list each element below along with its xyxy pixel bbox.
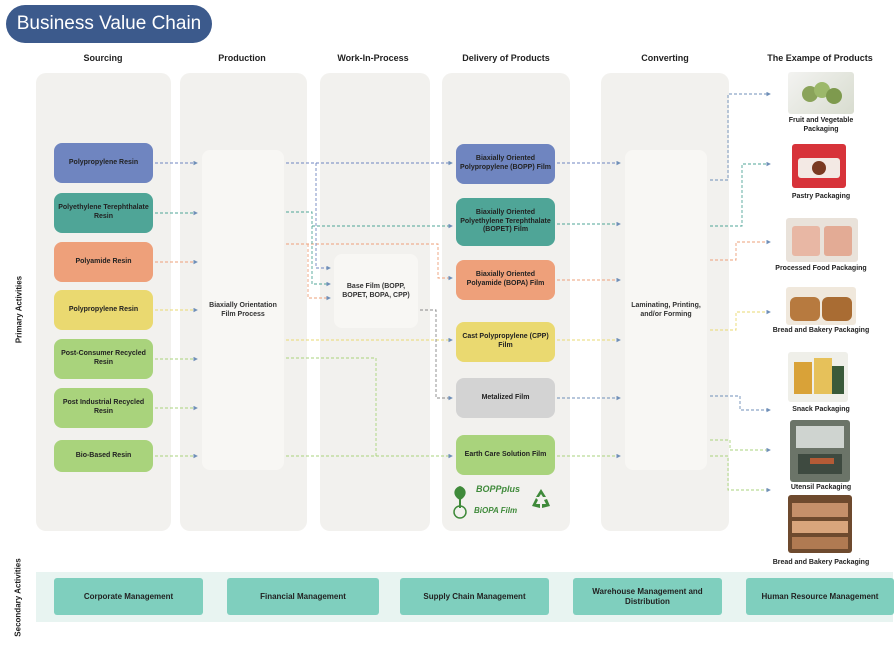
sourcing-polypropylene-resin-2: Polypropylene Resin xyxy=(54,290,153,330)
production-process-box: Biaxially Orientation Film Process xyxy=(202,150,284,470)
delivery-bopet-film: Biaxially Oriented Polyethylene Terephth… xyxy=(456,198,555,246)
secondary-human-resource-management: Human Resource Management xyxy=(746,578,894,615)
product-label: Fruit and Vegetable Packaging xyxy=(788,117,854,133)
processed-food-photo xyxy=(786,218,858,262)
product-label: Processed Food Packaging xyxy=(775,265,867,272)
boppplus-logo: BOPPplus xyxy=(476,484,521,494)
sourcing-bio-based-resin: Bio-Based Resin xyxy=(54,440,153,472)
fruit-vegetable-photo xyxy=(788,72,854,114)
sourcing-post-industrial-resin: Post Industrial Recycled Resin xyxy=(54,388,153,428)
delivery-earth-care-film: Earth Care Solution Film xyxy=(456,435,555,475)
column-header-converting: Converting xyxy=(641,53,689,63)
delivery-metalized-film: Metalized Film xyxy=(456,378,555,418)
product-label: Pastry Packaging xyxy=(791,193,851,200)
delivery-bopp-film: Biaxially Oriented Polypropylene (BOPP) … xyxy=(456,144,555,184)
converting-process-box: Laminating, Printing, and/or Forming xyxy=(625,150,707,470)
product-label: Bread and Bakery Packaging xyxy=(772,327,870,334)
utensil-photo xyxy=(790,420,850,482)
product-label: Utensil Packaging xyxy=(790,484,852,491)
earth-care-logo xyxy=(447,482,473,522)
page-title: Business Value Chain xyxy=(6,5,212,43)
column-header-sourcing: Sourcing xyxy=(83,53,123,63)
delivery-bopa-film: Biaxially Oriented Polyamide (BOPA) Film xyxy=(456,260,555,300)
sourcing-post-consumer-resin: Post-Consumer Recycled Resin xyxy=(54,339,153,379)
pastry-photo xyxy=(792,144,846,188)
delivery-cpp-film: Cast Polypropylene (CPP) Film xyxy=(456,322,555,362)
biopa-logo: BiOPA Film xyxy=(474,506,518,515)
base-film-box: Base Film (BOPP, BOPET, BOPA, CPP) xyxy=(334,254,418,328)
secondary-corporate-management: Corporate Management xyxy=(54,578,203,615)
sourcing-polypropylene-resin: Polypropylene Resin xyxy=(54,143,153,183)
column-header-delivery: Delivery of Products xyxy=(462,53,550,63)
bread-photo xyxy=(786,287,856,325)
product-label: Bread and Bakery Packaging xyxy=(772,559,870,566)
snack-photo xyxy=(788,352,848,402)
recycle-icon xyxy=(528,486,554,512)
sourcing-pet-resin: Polyethylene Terephthalate Resin xyxy=(54,193,153,233)
column-header-production: Production xyxy=(218,53,266,63)
column-header-wip: Work-In-Process xyxy=(337,53,409,63)
bakery-shelf-photo xyxy=(788,495,852,553)
secondary-supply-chain-management: Supply Chain Management xyxy=(400,578,549,615)
sourcing-polyamide-resin: Polyamide Resin xyxy=(54,242,153,282)
column-header-products: The Exampe of Products xyxy=(767,53,873,63)
product-label: Snack Packaging xyxy=(792,406,850,413)
secondary-financial-management: Financial Management xyxy=(227,578,379,615)
secondary-warehouse-management: Warehouse Management and Distribution xyxy=(573,578,722,615)
